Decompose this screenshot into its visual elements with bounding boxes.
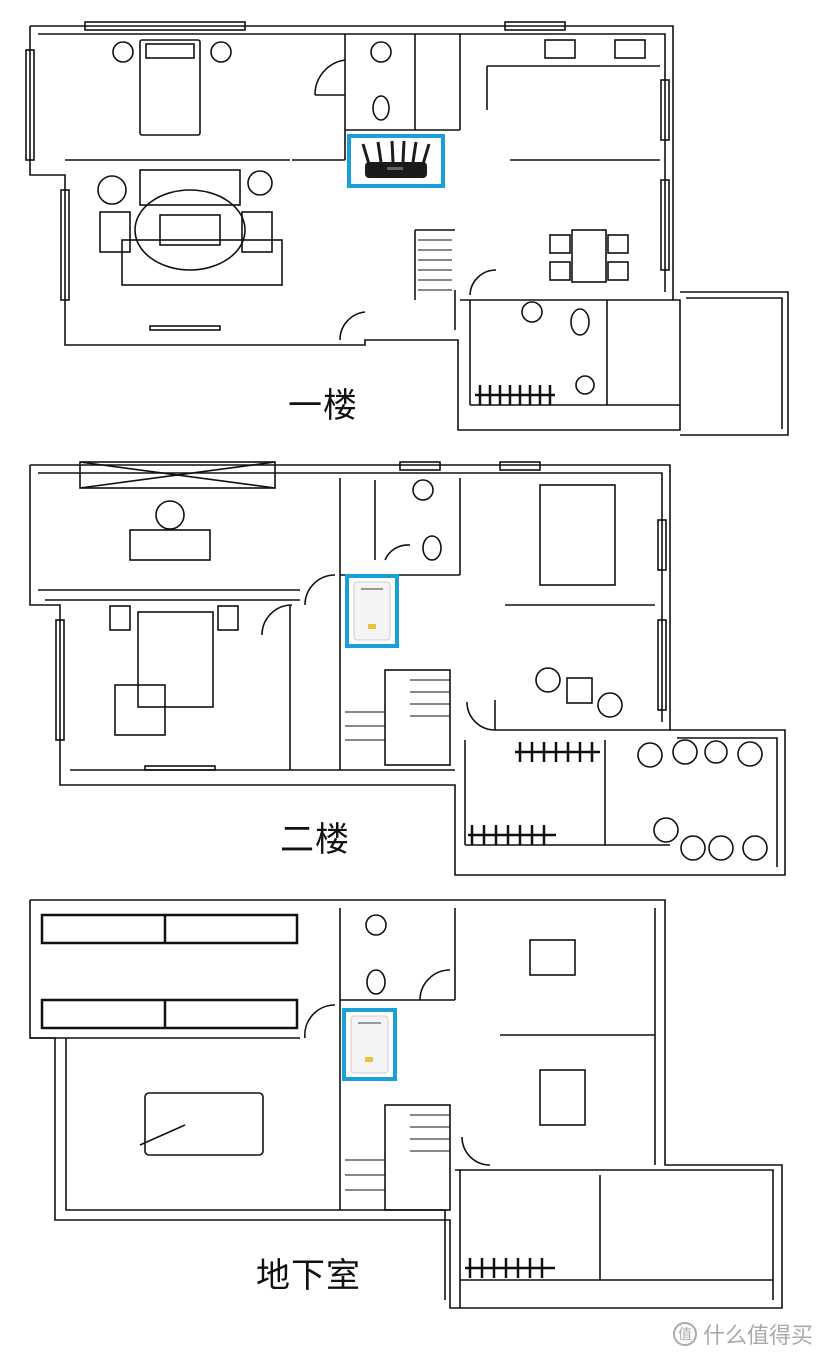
floor-label-basement: 地下室 (256, 1256, 361, 1296)
router-highlight (347, 134, 445, 188)
watermark-logo-icon: 值 (672, 1322, 697, 1346)
floor-label-2: 二楼 (280, 820, 350, 860)
wifi-extender-icon (353, 581, 391, 641)
basement-plan (29, 899, 783, 1309)
floor-1-plan (25, 21, 789, 436)
floor-label-1: 一楼 (288, 386, 358, 426)
extender-highlight-floor-2 (345, 574, 399, 648)
watermark: 值 什么值得买 (672, 1318, 813, 1350)
floor-2-plan (29, 461, 786, 876)
extender-highlight-basement (342, 1008, 397, 1081)
wifi-extender-icon (350, 1015, 389, 1074)
router-icon (361, 140, 431, 178)
watermark-text: 什么值得买 (702, 1324, 813, 1349)
